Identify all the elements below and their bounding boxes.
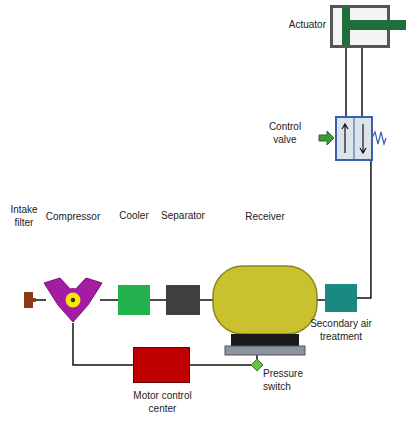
pipe-connector <box>345 48 347 117</box>
secondary-air-treatment-box: Secondary air treatment <box>325 284 357 312</box>
pressure-switch-diamond-shape <box>251 359 263 371</box>
separator-box: Separator <box>166 285 200 315</box>
receiver-tank-shape <box>213 266 317 355</box>
component-label: Pressure switch <box>263 368 309 393</box>
cooler-box: Cooler <box>118 285 150 315</box>
pipe-connector <box>150 299 166 301</box>
component-label: Separator <box>154 210 212 223</box>
component-label: Control valve <box>258 121 312 146</box>
compressor-shape <box>42 275 104 325</box>
compressor: Compressor <box>42 275 104 325</box>
pipe-connector <box>357 160 371 298</box>
component-label: Actuator <box>278 19 326 32</box>
actuator-cylinder: Actuator <box>330 5 390 48</box>
motor-control-center-box: Motor control center <box>133 347 190 383</box>
pipe-connector <box>190 364 251 366</box>
pipe-connector <box>100 299 118 301</box>
control-valve-shape <box>336 117 372 160</box>
pipe-connector <box>36 299 46 301</box>
component-label: Receiver <box>230 211 300 224</box>
component-label: Cooler <box>108 210 160 223</box>
component-label: Compressor <box>38 211 108 224</box>
control-valve: Control valve <box>336 117 372 160</box>
pipe-connector <box>200 299 213 301</box>
intake-filter: Intake filter <box>24 292 36 308</box>
pipe-connector <box>73 323 133 365</box>
component-label: Secondary air treatment <box>303 318 379 343</box>
pipe-connector <box>317 299 325 301</box>
pipe-connector <box>361 48 363 117</box>
actuator-cylinder-shape <box>330 5 390 48</box>
component-label: Intake filter <box>3 204 45 229</box>
intake-filter-shape <box>24 292 36 308</box>
component-label: Motor control center <box>120 390 205 415</box>
pressure-switch-diamond: Pressure switch <box>251 359 263 371</box>
receiver-tank: Receiver <box>213 266 317 355</box>
